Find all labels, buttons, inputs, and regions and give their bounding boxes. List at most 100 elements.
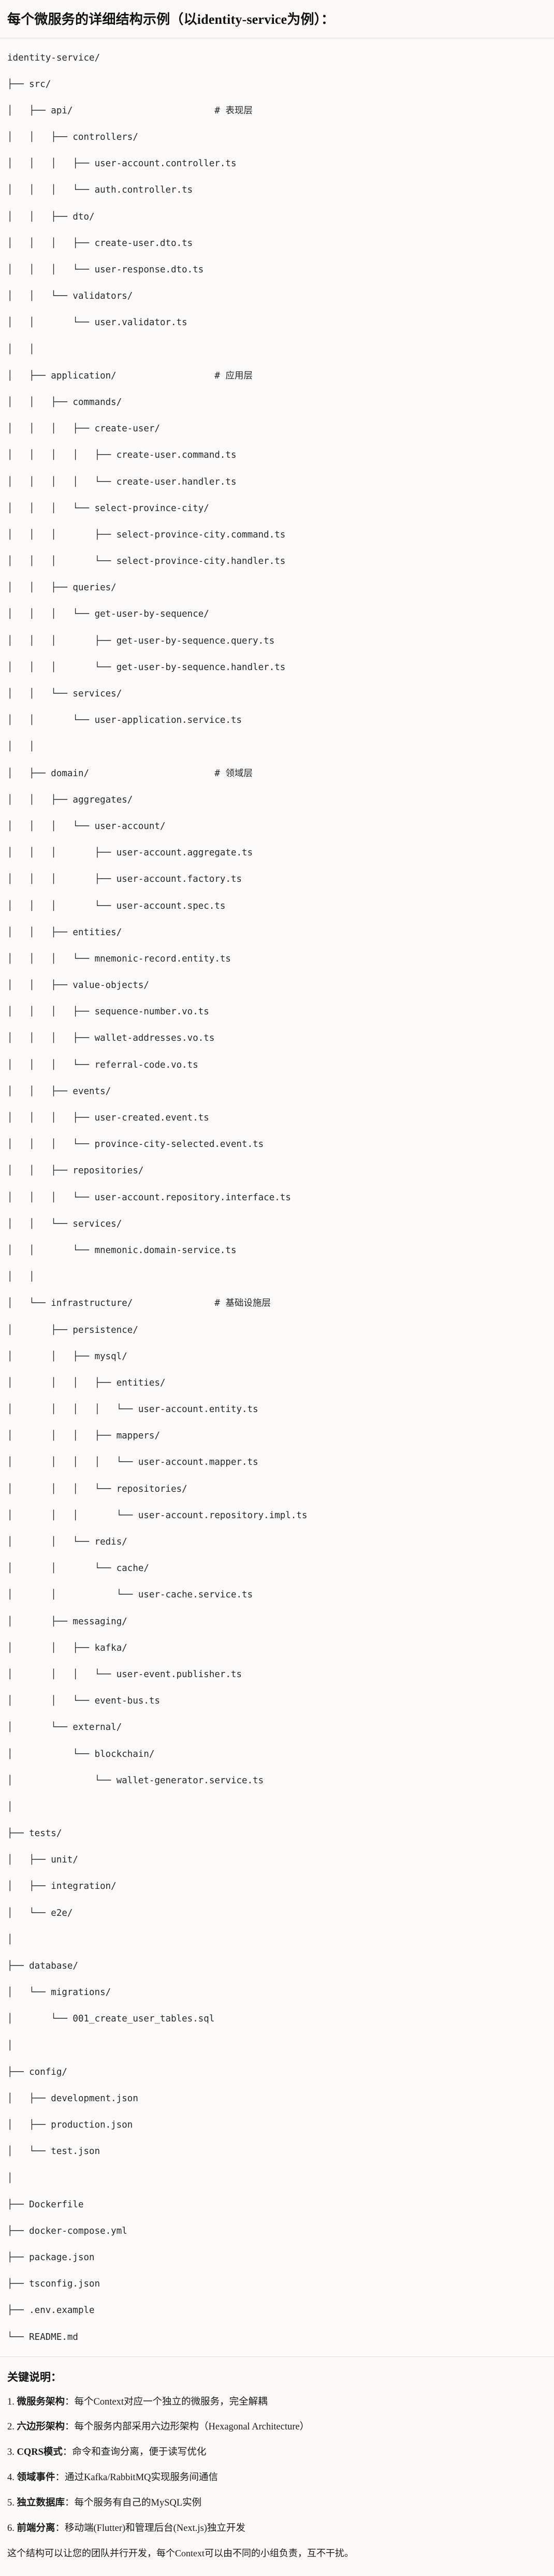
tree-line: identity-service/ <box>7 52 100 63</box>
tree-line: │ <box>7 2040 13 2051</box>
tree-line: │ └── e2e/ <box>7 1908 73 1918</box>
key-note-term: 六边形架构 <box>17 2422 65 2433</box>
tree-line: ├── tsconfig.json <box>7 2279 100 2290</box>
key-note-term: 领域事件 <box>17 2472 55 2483</box>
tree-line: │ │ ├── events/ <box>7 1086 111 1097</box>
tree-line: │ <box>7 1934 13 1945</box>
key-note-description: 通过Kafka/RabbitMQ实现服务间通信 <box>65 2472 218 2483</box>
tree-line: │ │ │ └── get-user-by-sequence.handler.t… <box>7 662 286 673</box>
key-note-item: 4. 领域事件：通过Kafka/RabbitMQ实现服务间通信 <box>7 2471 547 2485</box>
tree-line: │ └── external/ <box>7 1722 122 1733</box>
tree-line: │ │ <box>7 1272 35 1283</box>
key-note-index: 1. <box>7 2396 17 2407</box>
tree-line: │ <box>7 2173 13 2184</box>
tree-line: │ │ ├── aggregates/ <box>7 794 133 805</box>
key-note-separator: ： <box>62 2447 72 2458</box>
tree-line: ├── tests/ <box>7 1828 62 1839</box>
tree-line: │ │ │ └── user-account/ <box>7 821 166 832</box>
tree-line: │ │ <box>7 741 35 752</box>
directory-tree-block: identity-service/ ├── src/ │ ├── api/ # … <box>0 38 554 2357</box>
tree-line: ├── package.json <box>7 2252 95 2263</box>
key-note-description: 每个服务有自己的MySQL实例 <box>74 2497 202 2508</box>
tree-line: ├── src/ <box>7 79 51 90</box>
tree-line: │ └── blockchain/ <box>7 1749 155 1759</box>
tree-line: │ │ │ │ └── user-account.mapper.ts <box>7 1457 258 1468</box>
tree-layer-comment: # 应用层 <box>214 370 253 381</box>
tree-line: │ │ └── user.validator.ts <box>7 317 187 328</box>
tree-line: │ │ ├── value-objects/ <box>7 980 149 991</box>
key-note-item: 2. 六边形架构：每个服务内部采用六边形架构（Hexagonal Archite… <box>7 2420 547 2434</box>
key-note-description: 移动端(Flutter)和管理后台(Next.js)独立开发 <box>65 2523 245 2534</box>
tree-line: ├── docker-compose.yml <box>7 2225 127 2236</box>
key-note-separator: ： <box>65 2497 75 2508</box>
tree-line: │ │ ├── mysql/ <box>7 1351 127 1362</box>
key-note-term: 微服务架构 <box>17 2396 65 2407</box>
tree-line: └── README.md <box>7 2332 78 2342</box>
document-header: 每个微服务的详细结构示例（以identity-service为例）： <box>0 0 554 38</box>
key-note-separator: ： <box>65 2396 75 2407</box>
tree-line: │ ├── api/ # 表现层 <box>7 105 253 116</box>
tree-line: │ │ │ └── user-account.repository.interf… <box>7 1192 291 1203</box>
tree-line: │ ├── messaging/ <box>7 1616 127 1627</box>
tree-line: │ │ │ ├── sequence-number.vo.ts <box>7 1007 209 1017</box>
tree-line: │ ├── application/ # 应用层 <box>7 370 253 381</box>
tree-line: │ │ │ ├── create-user.dto.ts <box>7 238 193 249</box>
key-note-description: 每个Context对应一个独立的微服务，完全解耦 <box>74 2396 268 2407</box>
tree-line: │ │ │ └── user-response.dto.ts <box>7 265 204 275</box>
tree-line: │ └── wallet-generator.service.ts <box>7 1775 264 1786</box>
key-note-item: 1. 微服务架构：每个Context对应一个独立的微服务，完全解耦 <box>7 2395 547 2409</box>
tree-line: │ │ │ ├── select-province-city.command.t… <box>7 529 286 540</box>
tree-line: │ │ │ ├── user-account.factory.ts <box>7 874 242 885</box>
page-title: 每个微服务的详细结构示例（以identity-service为例）： <box>7 12 335 27</box>
key-note-index: 3. <box>7 2447 17 2458</box>
tree-line: │ │ └── user-cache.service.ts <box>7 1590 253 1600</box>
tree-line: │ └── test.json <box>7 2146 100 2157</box>
key-note-separator: ： <box>55 2472 65 2483</box>
tree-line: │ │ │ └── repositories/ <box>7 1483 187 1494</box>
tree-line: │ │ ├── queries/ <box>7 583 116 593</box>
tree-line: │ │ │ │ ├── create-user.command.ts <box>7 450 237 461</box>
tree-line: │ │ │ ├── wallet-addresses.vo.ts <box>7 1033 215 1044</box>
tree-line: │ │ │ ├── user-account.controller.ts <box>7 158 237 169</box>
tree-line: ├── Dockerfile <box>7 2199 84 2210</box>
key-note-index: 4. <box>7 2472 17 2483</box>
tree-layer-comment: # 领域层 <box>214 768 253 779</box>
key-note-separator: ： <box>55 2523 65 2534</box>
key-note-term: 独立数据库 <box>17 2497 65 2508</box>
tree-layer-comment: # 表现层 <box>214 105 253 116</box>
tree-line: │ │ └── mnemonic.domain-service.ts <box>7 1245 237 1256</box>
tree-line: │ │ │ └── user-event.publisher.ts <box>7 1669 242 1680</box>
tree-line: │ │ │ └── user-account.repository.impl.t… <box>7 1510 308 1521</box>
key-note-term: CQRS模式 <box>17 2447 63 2458</box>
tree-line: │ │ │ └── get-user-by-sequence/ <box>7 609 209 620</box>
tree-line: │ │ ├── entities/ <box>7 927 122 938</box>
tree-line: │ │ └── redis/ <box>7 1537 127 1547</box>
tree-line: │ ├── integration/ <box>7 1881 116 1892</box>
key-note-item: 6. 前端分离：移动端(Flutter)和管理后台(Next.js)独立开发 <box>7 2522 547 2536</box>
key-notes-title: 关键说明： <box>7 2371 62 2384</box>
tree-line: │ │ └── services/ <box>7 1218 122 1229</box>
key-note-description: 每个服务内部采用六边形架构（Hexagonal Architecture） <box>74 2422 310 2433</box>
tree-line: │ │ │ └── auth.controller.ts <box>7 185 193 196</box>
key-note-item: 5. 独立数据库：每个服务有自己的MySQL实例 <box>7 2496 547 2510</box>
tree-line: │ │ │ └── select-province-city/ <box>7 503 209 514</box>
key-note-separator: ： <box>65 2422 75 2433</box>
tree-line: │ <box>7 1801 13 1812</box>
tree-layer-comment: # 基础设施层 <box>214 1298 271 1309</box>
tree-line: │ ├── domain/ # 领域层 <box>7 768 253 779</box>
tree-line: │ │ │ └── user-account.spec.ts <box>7 900 226 911</box>
tree-line: ├── .env.example <box>7 2305 95 2316</box>
tree-line: │ │ │ ├── create-user/ <box>7 424 161 434</box>
tree-line: │ │ │ └── province-city-selected.event.t… <box>7 1139 264 1150</box>
tree-line: │ │ └── cache/ <box>7 1563 149 1574</box>
tree-line: │ ├── unit/ <box>7 1855 78 1866</box>
tree-line: │ │ ├── controllers/ <box>7 132 138 143</box>
key-note-description: 命令和查询分离，便于读写优化 <box>72 2447 207 2458</box>
tree-line: │ ├── persistence/ <box>7 1325 138 1335</box>
tree-line: │ └── infrastructure/ # 基础设施层 <box>7 1298 271 1309</box>
key-note-term: 前端分离 <box>17 2523 55 2534</box>
key-note-index: 5. <box>7 2497 17 2508</box>
